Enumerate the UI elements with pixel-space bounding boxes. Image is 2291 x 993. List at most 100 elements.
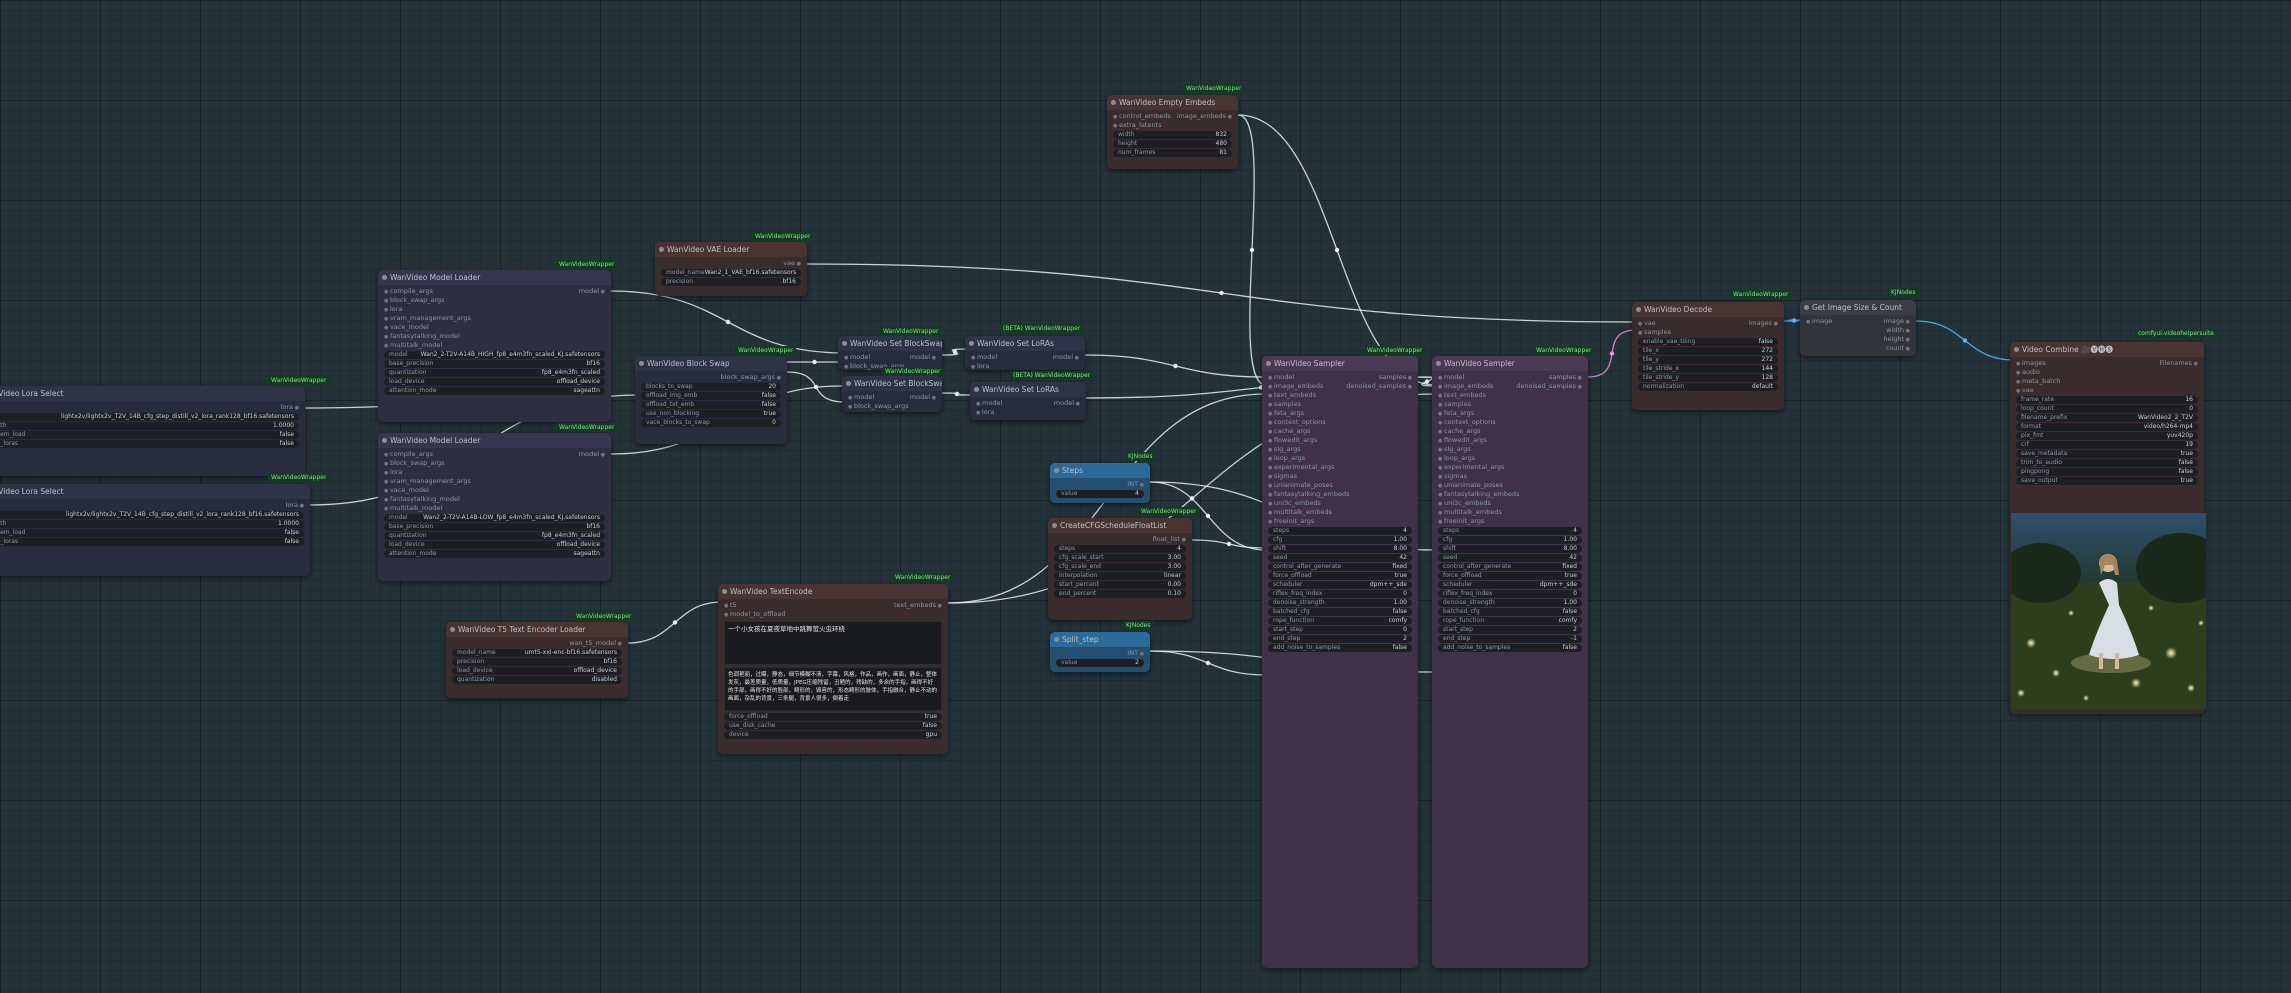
input-slot[interactable]: slg_args	[1438, 445, 1471, 454]
collapse-dot-icon[interactable]	[846, 381, 851, 386]
output-slot[interactable]: samples	[1549, 373, 1582, 382]
link-center-dot[interactable]	[672, 620, 678, 625]
node-title[interactable]: WanVideo Lora Select	[0, 386, 305, 401]
node-title[interactable]: WanVideo Set LoRAs	[965, 336, 1085, 351]
node-title[interactable]: WanVideo Set LoRAs	[970, 382, 1086, 397]
collapse-dot-icon[interactable]	[1111, 100, 1116, 105]
input-slot[interactable]: model	[844, 353, 870, 362]
input-slot[interactable]: vram_management_args	[384, 314, 471, 323]
node-title[interactable]: WanVideo Model Loader	[378, 433, 611, 448]
node-title[interactable]: WanVideo Sampler	[1262, 356, 1418, 371]
collapse-dot-icon[interactable]	[1636, 307, 1641, 312]
input-slot[interactable]: cache_args	[1438, 427, 1481, 436]
input-slot[interactable]: block_swap_args	[384, 296, 445, 305]
node-link[interactable]	[941, 392, 973, 396]
collapse-dot-icon[interactable]	[659, 247, 664, 252]
input-slot[interactable]: text_embeds	[1268, 391, 1316, 400]
collapse-dot-icon[interactable]	[2014, 347, 2019, 352]
link-center-dot[interactable]	[952, 349, 958, 355]
input-slot[interactable]: feta_args	[1268, 409, 1304, 418]
output-slot[interactable]: text_embeds	[894, 601, 942, 610]
input-slot[interactable]: feta_args	[1438, 409, 1474, 418]
link-center-dot[interactable]	[812, 359, 817, 365]
node-title[interactable]: WanVideo Set BlockSwap	[838, 336, 942, 351]
input-slot[interactable]: meta_batch	[2016, 377, 2060, 386]
setlora2-node[interactable]: WanVideo Set LoRAsmodelmodellora	[970, 382, 1086, 420]
node-title[interactable]: WanVideo TextEncode	[718, 584, 948, 599]
output-slot[interactable]: INT	[1127, 649, 1144, 658]
input-slot[interactable]: lora	[971, 362, 989, 370]
input-slot[interactable]: audio	[2016, 368, 2040, 377]
input-slot[interactable]: extra_latents	[1113, 121, 1162, 130]
node-link[interactable]	[610, 290, 846, 354]
setblock1-node[interactable]: WanVideo Set BlockSwapmodelmodelblock_sw…	[838, 336, 942, 370]
input-slot[interactable]: block_swap_args	[384, 459, 445, 468]
collapse-dot-icon[interactable]	[1436, 361, 1441, 366]
link-center-dot[interactable]	[813, 384, 819, 390]
output-slot[interactable]: INT	[1127, 480, 1144, 489]
input-slot[interactable]: lora	[384, 305, 402, 314]
input-slot[interactable]: unianimate_poses	[1438, 481, 1503, 490]
input-slot[interactable]: model	[1438, 373, 1464, 382]
input-slot[interactable]: freeinit_args	[1438, 517, 1484, 526]
input-slot[interactable]: samples	[1638, 328, 1671, 337]
node-title[interactable]: WanVideo VAE Loader	[655, 242, 807, 257]
collapse-dot-icon[interactable]	[382, 275, 387, 280]
node-link[interactable]	[786, 371, 846, 403]
link-center-dot[interactable]	[1173, 363, 1178, 369]
output-slot[interactable]: image_embeds	[1177, 112, 1232, 121]
node-title[interactable]: WanVideo Sampler	[1432, 356, 1588, 371]
input-slot[interactable]: unianimate_poses	[1268, 481, 1333, 490]
input-slot[interactable]: model	[976, 399, 1002, 408]
link-center-dot[interactable]	[1189, 496, 1195, 501]
collapse-dot-icon[interactable]	[450, 627, 455, 632]
input-slot[interactable]: image_embeds	[1438, 382, 1493, 391]
node-title[interactable]: WanVideo T5 Text Encoder Loader	[446, 622, 628, 637]
setblock2-node[interactable]: WanVideo Set BlockSwapmodelmodelblock_sw…	[842, 376, 942, 412]
model-high-node[interactable]: WanVideo Model Loadercompile_argsmodelbl…	[378, 270, 611, 422]
input-slot[interactable]: vace_model	[384, 323, 429, 332]
lora-b-node[interactable]: WanVideo Lora Selectloraloralightx2v/lig…	[0, 484, 310, 576]
input-slot[interactable]: t5	[724, 601, 737, 610]
node-title[interactable]: WanVideo Block Swap	[635, 356, 787, 371]
output-slot[interactable]: samples	[1379, 373, 1412, 382]
input-slot[interactable]: model	[1268, 373, 1294, 382]
node-title[interactable]: WanVideo Decode	[1632, 302, 1784, 317]
collapse-dot-icon[interactable]	[639, 361, 644, 366]
input-slot[interactable]: multitalk_embeds	[1268, 508, 1332, 517]
output-slot[interactable]: height	[1883, 335, 1910, 344]
output-slot[interactable]: denoised_samples	[1516, 382, 1582, 391]
sampler1-node[interactable]: WanVideo Samplermodelsamplesimage_embeds…	[1262, 356, 1418, 968]
node-link[interactable]	[627, 601, 723, 644]
text-encode-node[interactable]: WanVideo TextEncodet5text_embedsmodel_to…	[718, 584, 948, 754]
collapse-dot-icon[interactable]	[382, 438, 387, 443]
